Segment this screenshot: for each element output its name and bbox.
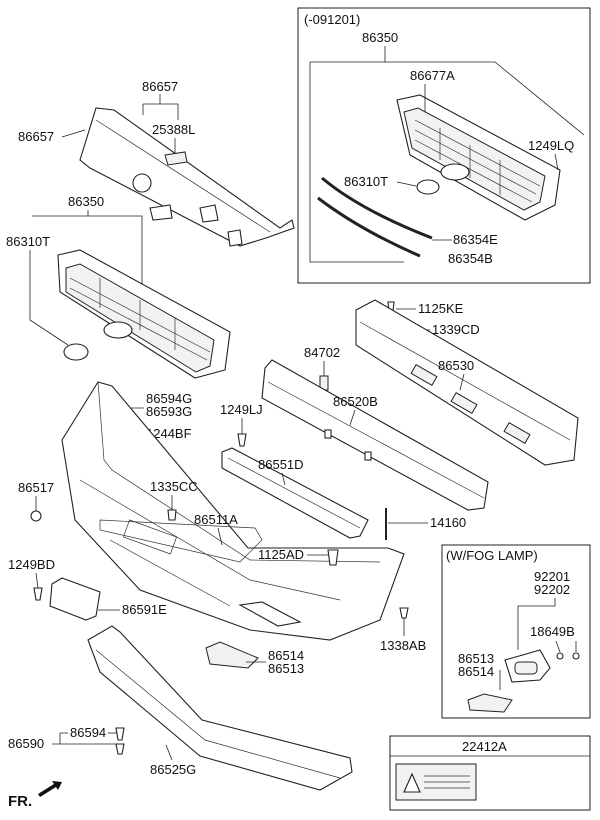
label-86594: 86594 (70, 725, 106, 740)
label-1339CD: 1339CD (432, 322, 480, 337)
license-plate-bracket (49, 577, 101, 621)
label-1338AB: 1338AB (380, 638, 426, 653)
warning-label-box (389, 735, 591, 811)
inset-emblem (416, 179, 440, 195)
energy-absorber (261, 359, 489, 511)
inset-label-86354B: 86354B (448, 251, 493, 266)
bumper-reinforcement (355, 299, 579, 466)
label-86310T: 86310T (6, 234, 50, 249)
label-1125AD: 1125AD (258, 547, 304, 562)
lower-grille (221, 447, 369, 539)
front-grille (57, 249, 231, 379)
front-bumper-cover (61, 381, 405, 641)
inset-label-86310T: 86310T (344, 174, 388, 189)
inset-fog-92202: 92202 (534, 582, 570, 597)
front-direction-label: FR. (8, 793, 32, 810)
inset-fog-92201: 92201 (534, 569, 570, 584)
label-86513: 86513 (268, 661, 304, 676)
lower-spoiler (87, 625, 353, 791)
inset-fog-lamp-frame (441, 544, 591, 719)
front-arrow-icon (38, 781, 62, 797)
label-1125KE: 1125KE (418, 301, 464, 316)
label-86657-top: 86657 (142, 79, 178, 94)
label-86525G: 86525G (150, 762, 196, 777)
inset-fog-header: (W/FOG LAMP) (446, 548, 538, 563)
inset-label-86350: 86350 (362, 30, 398, 45)
emblem (63, 343, 89, 361)
label-86514: 86514 (268, 648, 304, 663)
label-86657-left: 86657 (18, 129, 54, 144)
label-14160: 14160 (430, 515, 466, 530)
label-86520B: 86520B (333, 394, 378, 409)
label-1244BF: 1244BF (146, 426, 192, 441)
fog-lamp-assembly (504, 649, 551, 683)
inset-fog-86514: 86514 (458, 664, 494, 679)
label-86590: 86590 (8, 736, 44, 751)
inset-fog-86513: 86513 (458, 651, 494, 666)
fog-lamp-cover (205, 641, 259, 669)
label-86350: 86350 (68, 194, 104, 209)
inset-label-86354E: 86354E (453, 232, 498, 247)
inset-grille (396, 94, 561, 221)
label-84702: 84702 (304, 345, 340, 360)
inset-label-86677A: 86677A (410, 68, 455, 83)
label-86551D: 86551D (258, 457, 304, 472)
label-86517: 86517 (18, 480, 54, 495)
label-1249LJ: 1249LJ (220, 402, 263, 417)
inset-fog-18649B: 18649B (530, 624, 575, 639)
inset-091201-frame (297, 7, 591, 284)
label-1335CC: 1335CC (150, 479, 198, 494)
fog-lamp-bezel (467, 693, 513, 713)
label-86593G: 86593G (146, 404, 192, 419)
label-1249BD: 1249BD (8, 557, 55, 572)
warning-label-code: 22412A (462, 739, 507, 754)
label-86511A: 86511A (194, 512, 238, 527)
inset-label-1249LQ: 1249LQ (528, 138, 574, 153)
label-86530: 86530 (438, 358, 474, 373)
inset-091201-header: (-091201) (304, 12, 360, 27)
label-25388L: 25388L (152, 122, 195, 137)
label-86591E: 86591E (122, 602, 167, 617)
radiator-cover (79, 107, 295, 247)
label-86594G: 86594G (146, 391, 192, 406)
